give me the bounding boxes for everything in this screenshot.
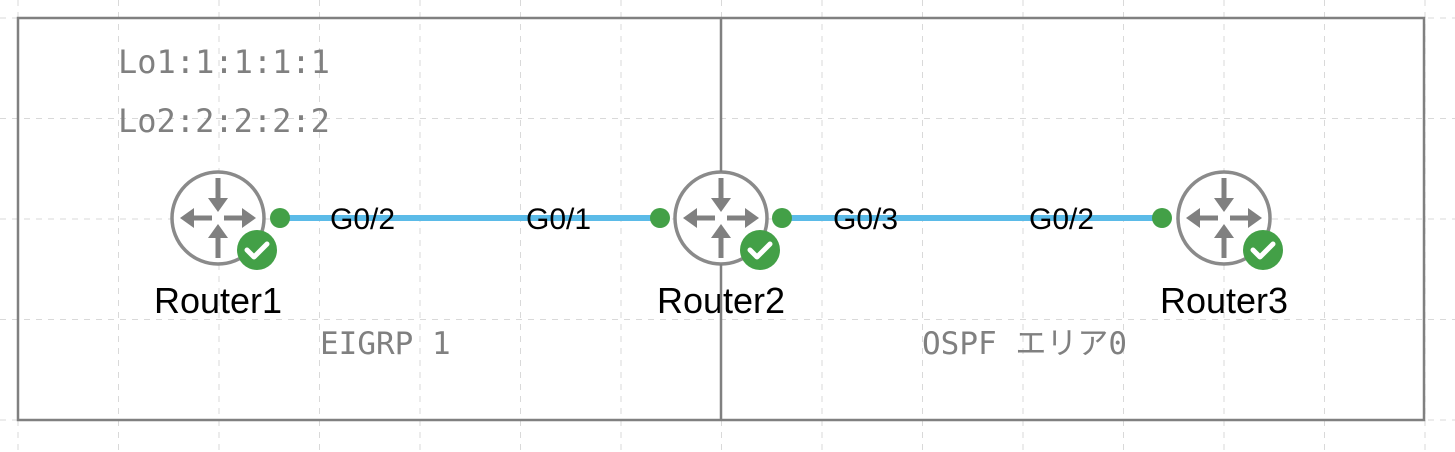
router1-node[interactable] xyxy=(170,170,277,270)
port-label-router1-g0-2: G0/2 xyxy=(330,203,395,236)
check-circle-icon xyxy=(237,230,277,270)
port-status-dot xyxy=(1152,208,1172,228)
area-label-ospf: OSPF エリア0 xyxy=(922,326,1127,362)
port-status-dot xyxy=(650,208,670,228)
port-status-dot xyxy=(772,208,792,228)
port-label-router2-g0-3: G0/3 xyxy=(833,203,898,236)
router2-node[interactable] xyxy=(673,170,780,270)
loopback-note-lo1: Lo1:1:1:1:1 xyxy=(118,43,330,81)
loopback-note-lo2: Lo2:2:2:2:2 xyxy=(118,102,330,140)
router3-label: Router3 xyxy=(1160,280,1288,321)
port-label-router2-g0-1: G0/1 xyxy=(526,203,591,236)
port-label-router3-g0-2: G0/2 xyxy=(1029,203,1094,236)
router3-node[interactable] xyxy=(1176,170,1283,270)
area-label-eigrp: EIGRP 1 xyxy=(320,326,451,362)
check-circle-icon xyxy=(740,230,780,270)
port-status-dot xyxy=(270,208,290,228)
router1-label: Router1 xyxy=(154,280,282,321)
check-circle-icon xyxy=(1243,230,1283,270)
